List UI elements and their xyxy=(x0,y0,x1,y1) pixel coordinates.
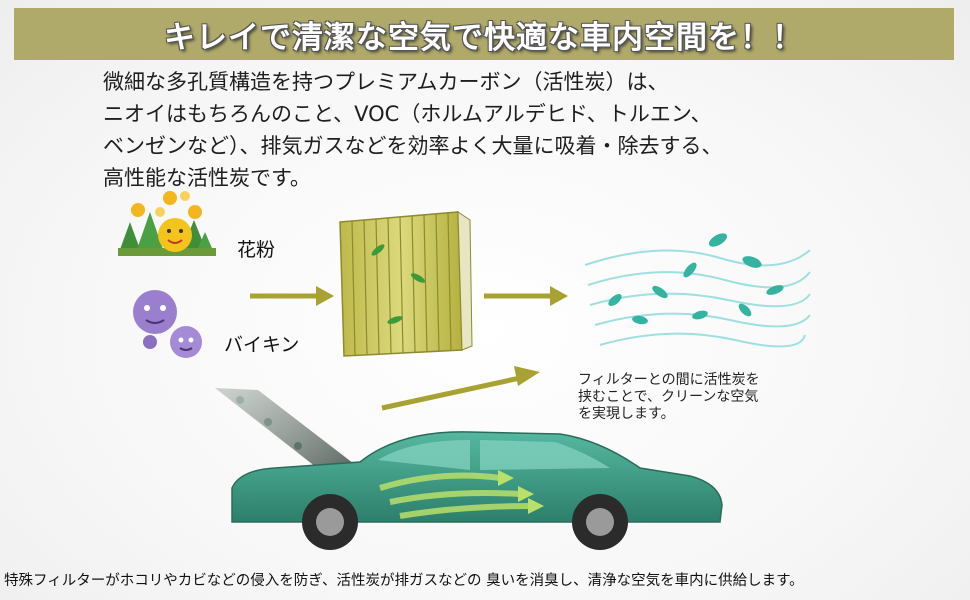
leaf-icon xyxy=(608,233,784,325)
description-line: ベンゼンなど）、排気ガスなどを効率よく大量に吸着・除去する、 xyxy=(103,134,723,158)
footer-text: 特殊フィルターがホコリやカビなどの侵入を防ぎ、活性炭が排ガスなどの 臭いを消臭し… xyxy=(4,573,804,589)
pollen-label: 花粉 xyxy=(237,239,276,261)
clean-air-icon xyxy=(584,249,811,348)
filter-icon xyxy=(339,211,473,357)
note-line: フィルターとの間に活性炭を xyxy=(578,372,760,388)
germ-label: バイキン xyxy=(224,334,300,356)
filter-note: フィルターとの間に活性炭を 挟むことで、クリーンな空気 を実現します。 xyxy=(578,372,760,423)
banner-title: キレイで清潔な空気で快適な車内空間を！！ xyxy=(164,19,804,56)
car-icon xyxy=(231,431,723,550)
description-line: ニオイはもちろんのこと、VOC（ホルムアルデヒド、トルエン、 xyxy=(103,102,712,126)
note-line: を実現します。 xyxy=(578,406,675,422)
germ-icon xyxy=(133,290,202,358)
description: 微細な多孔質構造を持つプレミアムカーボン（活性炭）は、 ニオイはもちろんのこと、… xyxy=(103,66,923,194)
note-line: 挟むことで、クリーンな空気 xyxy=(578,389,759,405)
header-banner: キレイで清潔な空気で快適な車内空間を！！ xyxy=(14,8,954,60)
pollen-flowers-icon xyxy=(118,191,216,256)
arrow-to-clean-air-icon xyxy=(484,286,568,306)
arrow-from-car-icon xyxy=(381,366,540,411)
description-line: 高性能な活性炭です。 xyxy=(103,166,311,190)
arrow-to-filter-icon xyxy=(250,286,334,306)
description-line: 微細な多孔質構造を持つプレミアムカーボン（活性炭）は、 xyxy=(103,70,669,94)
